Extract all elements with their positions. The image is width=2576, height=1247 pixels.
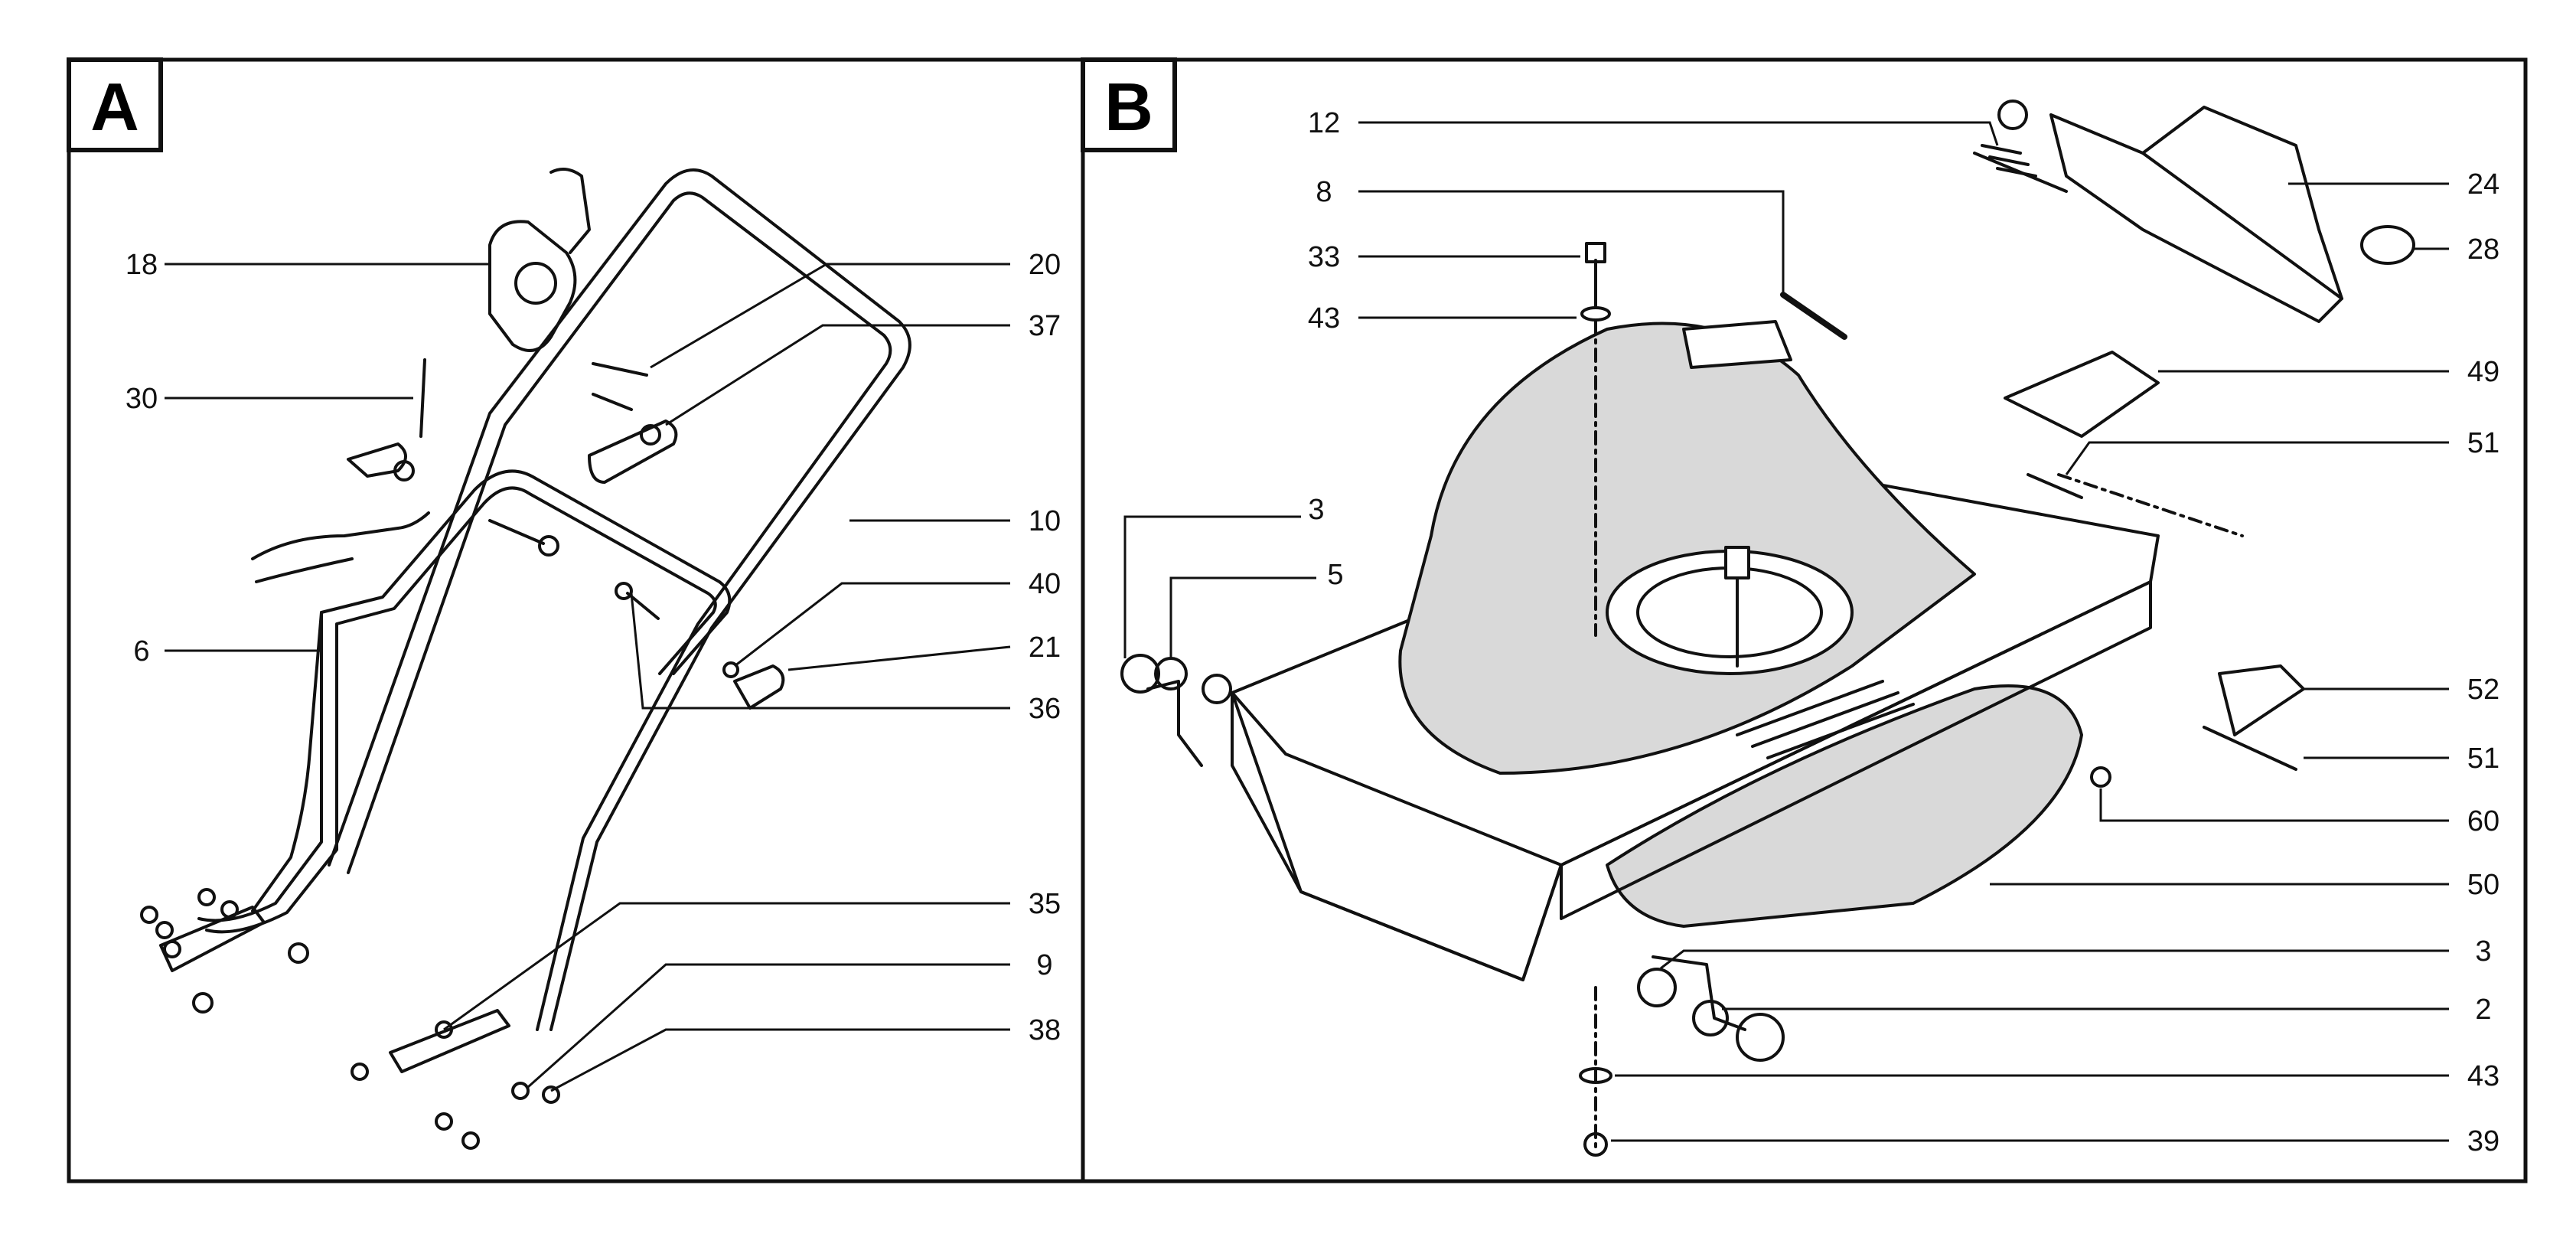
callout-a-9: 9 [1036,949,1052,981]
callout-b-50: 50 [2467,869,2499,901]
callout-a-21: 21 [1029,632,1061,664]
leader-line-b-51 [2065,441,2449,475]
callout-a-40: 40 [1029,568,1061,600]
leader-line-a-36 [630,592,1010,710]
callout-b-43: 43 [2467,1060,2499,1092]
leader-line-b-5 [1169,576,1316,658]
leader-line-b-12 [1358,121,1999,146]
callout-b-39: 39 [2467,1125,2499,1157]
callout-a-18: 18 [126,249,158,281]
panel-a-letter: A [90,69,139,145]
leader-line-a-9 [527,963,1010,1089]
callout-labels: 1830620371040213635938128334335242849515… [126,107,2499,1157]
leader-line-b-3 [1660,949,2449,970]
callout-b-49: 49 [2467,356,2499,388]
callout-b-2: 2 [2475,994,2491,1026]
panel-b-letter-box [1081,57,1177,152]
callout-b-3: 3 [2475,935,2491,968]
callout-b-8: 8 [1316,176,1332,208]
callout-a-20: 20 [1029,249,1061,281]
callout-a-36: 36 [1029,693,1061,725]
leader-line-a-35 [443,902,1010,1031]
handle-assembly [140,168,911,1150]
callout-a-35: 35 [1029,888,1061,920]
leader-lines [165,121,2449,1142]
leader-line-b-3 [1123,515,1301,658]
callout-b-60: 60 [2467,805,2499,837]
panel-a-frame [67,57,1085,1183]
callout-b-51: 51 [2467,427,2499,459]
callout-b-51: 51 [2467,743,2499,775]
panel-a-letter-box [67,57,163,152]
leader-line-a-40 [734,582,1010,668]
leader-line-a-37 [665,324,1010,426]
callout-b-3: 3 [1308,494,1324,526]
callout-a-6: 6 [133,635,149,668]
callout-b-12: 12 [1308,107,1340,139]
panel-b-frame [1081,57,2528,1183]
callout-b-33: 33 [1308,241,1340,273]
leader-line-a-21 [787,645,1011,671]
leader-line-b-60 [2099,788,2449,822]
callout-a-10: 10 [1029,505,1061,537]
callout-b-43: 43 [1308,302,1340,335]
panel-b-letter: B [1104,69,1153,145]
callout-a-30: 30 [126,383,158,415]
callout-b-28: 28 [2467,233,2499,266]
leader-line-b-8 [1358,190,1785,295]
callout-a-38: 38 [1029,1014,1061,1046]
leader-line-a-38 [550,1028,1010,1092]
deck-assembly [1120,100,2415,1157]
callout-b-24: 24 [2467,168,2499,201]
callout-a-37: 37 [1029,310,1061,342]
leader-line-a-20 [650,263,1010,369]
callout-b-52: 52 [2467,674,2499,706]
callout-b-5: 5 [1327,559,1343,591]
